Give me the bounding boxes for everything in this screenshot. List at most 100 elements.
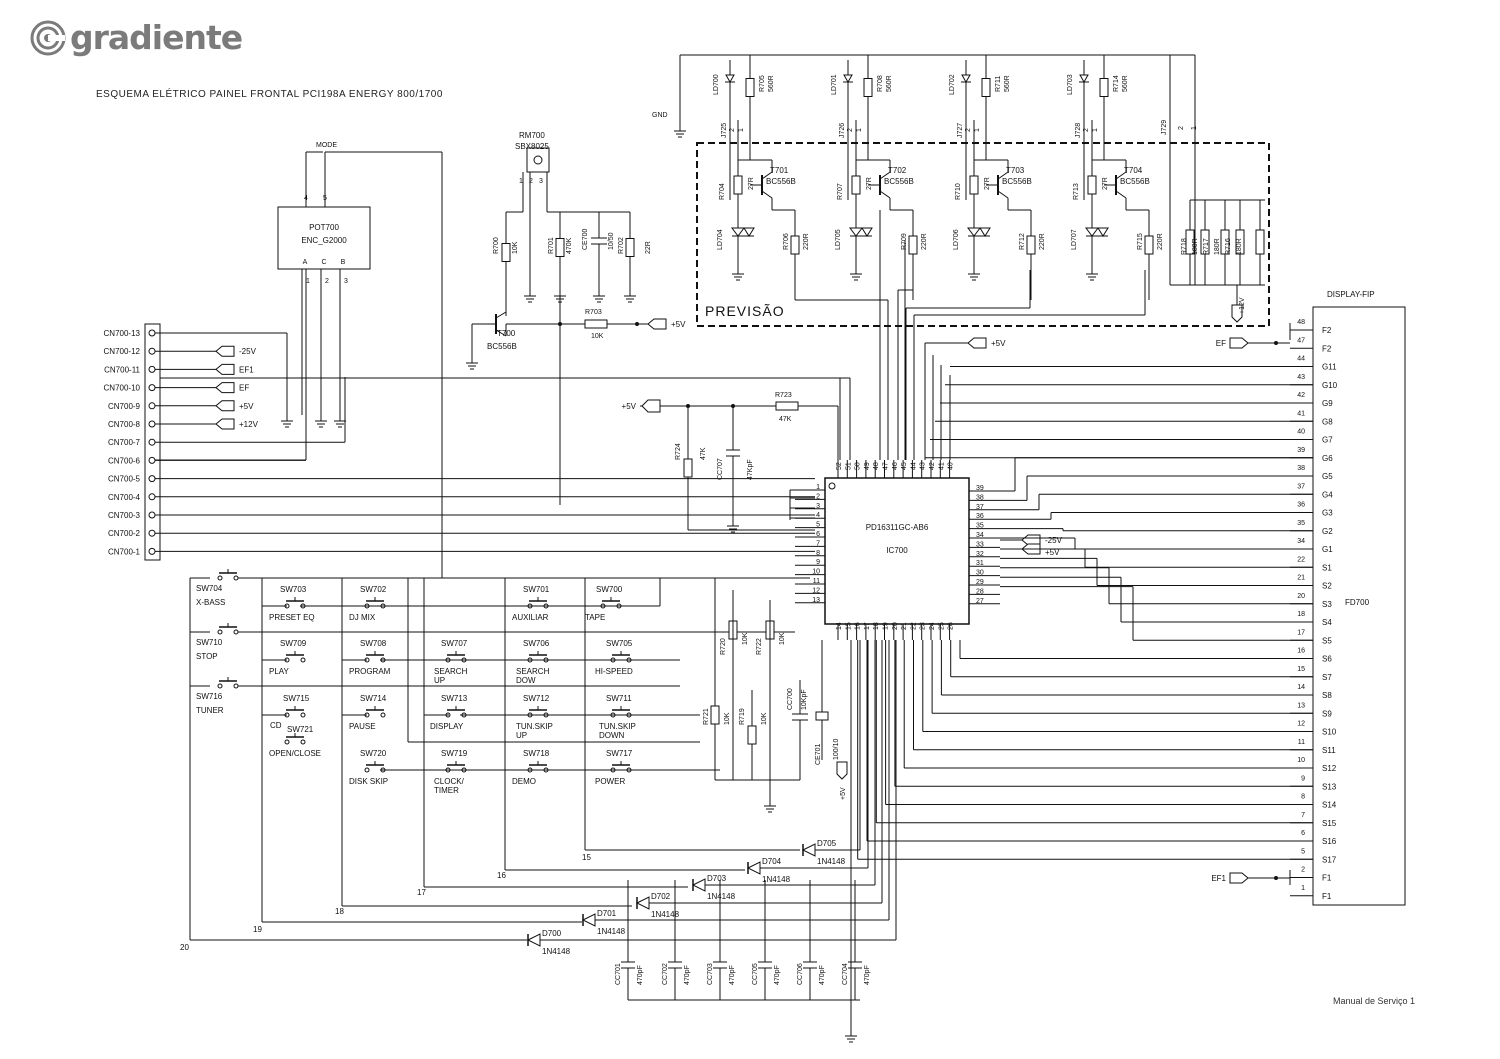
ic-pin-num: 47 xyxy=(883,462,890,470)
display-pin-num: 16 xyxy=(1297,648,1305,655)
led-icon xyxy=(1079,74,1089,84)
switch-contact xyxy=(300,657,306,663)
resistor-r710 xyxy=(969,175,979,195)
rail-label: +5V xyxy=(991,339,1006,348)
part-ref: R711 xyxy=(995,76,1002,92)
display-ref: FD700 xyxy=(1345,598,1370,607)
switch-label: TUN.SKIP xyxy=(516,722,553,731)
jumper-ref: J729 xyxy=(1161,120,1168,135)
part-value: 220R xyxy=(921,233,928,250)
transistor-part: BC556B xyxy=(1002,177,1032,186)
rail-label: -25V xyxy=(239,347,257,356)
diode-d703 xyxy=(691,878,706,892)
grid-number: 16 xyxy=(497,871,506,880)
led-icon xyxy=(725,74,735,84)
junction-dot xyxy=(1274,341,1278,345)
part-ref: R723 xyxy=(775,392,792,399)
connector-pin xyxy=(148,456,156,464)
ic-pin-num: 15 xyxy=(845,622,852,630)
ic-pin-num: 49 xyxy=(864,462,871,470)
ic-pin-num: 22 xyxy=(910,622,917,630)
part-value: 22R xyxy=(645,241,652,254)
display-pin-num: 5 xyxy=(1301,848,1305,855)
display-pin-num: 9 xyxy=(1301,775,1305,782)
connector-pin-label: CN700-11 xyxy=(104,365,140,374)
connector-pin-label: CN700-5 xyxy=(108,475,141,484)
switch-ref: SW707 xyxy=(441,639,468,648)
grid-number: 20 xyxy=(180,943,189,952)
ic-pin-num: 4 xyxy=(816,512,820,519)
led-icon xyxy=(1085,227,1099,237)
led-icon xyxy=(979,227,991,237)
display-pin-name: S14 xyxy=(1322,801,1337,810)
display-pin-num: 18 xyxy=(1297,611,1305,618)
switch-ref: SW704 xyxy=(196,584,223,593)
ic-pin-num: 52 xyxy=(836,462,843,470)
ic-pin-num: 33 xyxy=(976,541,984,548)
display-pin-name: S10 xyxy=(1322,728,1337,737)
encoder-name: POT700 xyxy=(309,223,339,232)
switch-ref: SW701 xyxy=(523,585,550,594)
display-pin-name: F1 xyxy=(1322,892,1332,901)
display-pin-name: G8 xyxy=(1322,417,1333,426)
switch-label: UP xyxy=(434,676,445,685)
led-ref: LD700 xyxy=(713,74,720,95)
switch-contact xyxy=(380,712,386,718)
rail-label-tag xyxy=(1231,304,1243,323)
transistor xyxy=(761,171,773,180)
resistor-r708 xyxy=(863,78,873,97)
led-ref: LD707 xyxy=(1071,229,1078,250)
previsao-box xyxy=(696,142,1270,327)
junction-dot xyxy=(1274,876,1278,880)
part-ref: R719 xyxy=(739,708,746,725)
switch-label: STOP xyxy=(196,652,218,661)
part-ref: R724 xyxy=(675,443,682,460)
footer-text: Manual de Serviço 1 xyxy=(1333,996,1416,1006)
display-pin-name: F2 xyxy=(1322,344,1332,353)
previsao-label: PREVISÃO xyxy=(705,303,785,319)
led-icon xyxy=(731,227,745,237)
switch-contact xyxy=(217,575,223,581)
transistor-t700 xyxy=(495,311,507,319)
resistor-r706 xyxy=(790,235,800,255)
display-pin-name: G5 xyxy=(1322,472,1333,481)
brand-logo: gradiente xyxy=(30,18,243,57)
part-value: 470pF xyxy=(684,965,691,985)
display-pin-num: 12 xyxy=(1297,721,1305,728)
resistor-r713 xyxy=(1087,175,1097,195)
ic-pin-num: 20 xyxy=(892,622,899,630)
switch-contact xyxy=(233,683,239,689)
diode-ref: D705 xyxy=(817,839,837,848)
ic-pin-num: 24 xyxy=(929,622,936,630)
ic-pin-num: 36 xyxy=(976,513,984,520)
switch-label: PRESET EQ xyxy=(269,613,315,622)
switch-ref: SW715 xyxy=(283,694,310,703)
led-icon xyxy=(967,227,981,237)
resistor-r707 xyxy=(851,175,861,195)
display-fd700 xyxy=(1312,306,1406,906)
grid-number: 18 xyxy=(335,907,344,916)
diode-part: 1N4148 xyxy=(542,947,571,956)
connector-pin xyxy=(148,438,156,446)
switch-label: OPEN/CLOSE xyxy=(269,749,321,758)
part-value: 180R xyxy=(1214,238,1221,255)
part-ref: CC707 xyxy=(717,458,724,480)
switch-contact xyxy=(217,683,223,689)
encoder-part: ENC_G2000 xyxy=(301,236,347,245)
rail-label: EF1 xyxy=(1211,874,1226,883)
remote-lens xyxy=(533,155,543,165)
ic-pin-num: 51 xyxy=(845,462,852,470)
ic-pin-num: 37 xyxy=(976,504,984,511)
display-pin-num: 13 xyxy=(1297,702,1305,709)
part-ref: R720 xyxy=(720,638,727,655)
diode-part: 1N4148 xyxy=(651,910,680,919)
switch-label: TUNER xyxy=(196,706,224,715)
switch-ref: SW717 xyxy=(606,749,633,758)
part-value: 27R xyxy=(984,177,991,190)
transistor-t700 xyxy=(495,329,507,337)
connector-pin xyxy=(148,347,156,355)
part-ref: R717 xyxy=(1203,238,1210,255)
display-pin-name: S15 xyxy=(1322,819,1337,828)
encoder-pin-num: 4 xyxy=(304,195,308,202)
